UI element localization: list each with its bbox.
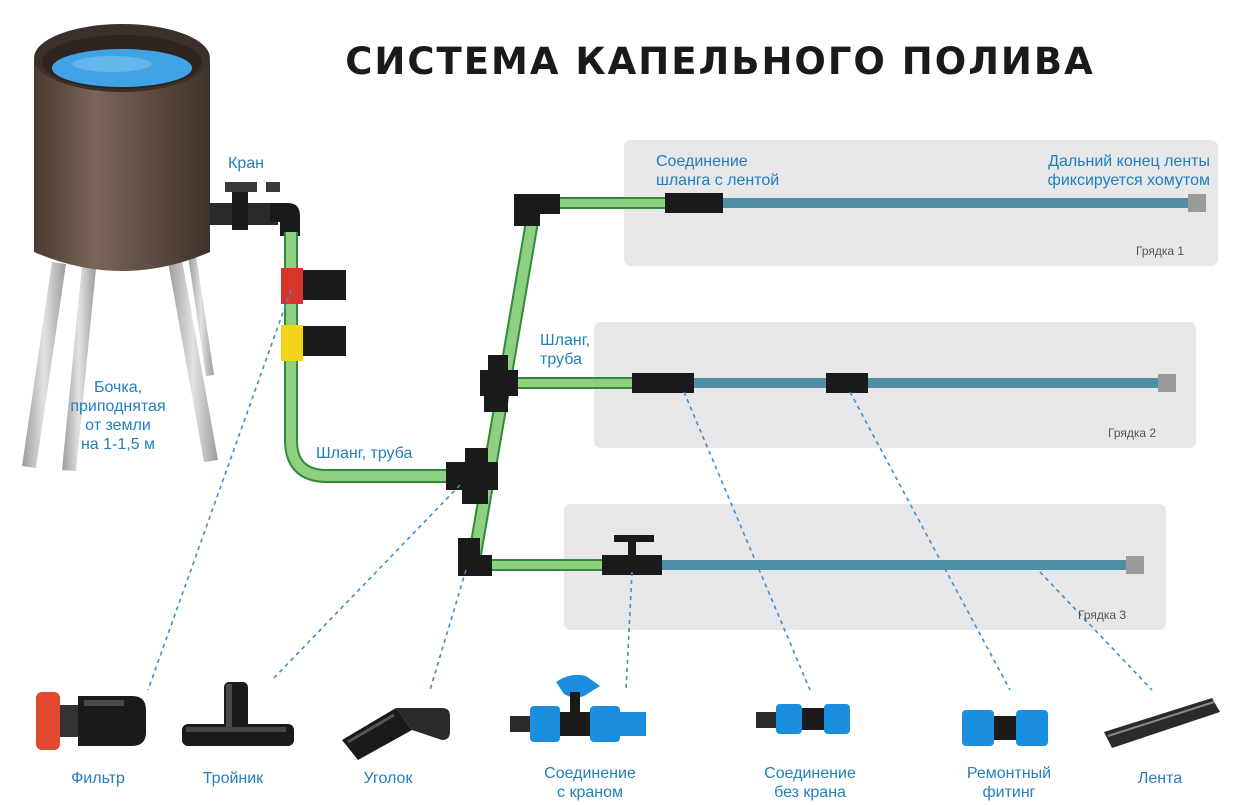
filter-icon	[36, 692, 146, 750]
valve-connector-icon	[510, 674, 646, 742]
hose-tape-joint-label: Соединение шланга с лентой	[656, 153, 780, 189]
line-fittings	[602, 193, 868, 575]
filter-on-hose	[281, 268, 346, 361]
component-label-repair-fitting: Ремонтный фитинг	[966, 765, 1052, 801]
tape-far-end-label: Дальний конец ленты фиксируется хомутом	[1047, 153, 1210, 189]
main-hose-label: Шланг, труба	[316, 445, 413, 462]
leader-lines	[147, 289, 1153, 691]
tap-label: Кран	[228, 155, 264, 172]
component-label-valve-connector: Соединение с краном	[544, 765, 636, 801]
tape-icon	[1104, 698, 1220, 748]
bed-label-1: Грядка 1	[1136, 244, 1185, 258]
component-label-filter: Фильтр	[71, 770, 125, 787]
manifold-fittings	[446, 194, 560, 576]
component-label-tee: Тройник	[202, 770, 264, 787]
elbow-icon	[342, 708, 450, 760]
barrel	[34, 24, 210, 271]
bed-label-2: Грядка 2	[1108, 426, 1157, 440]
component-label-tape: Лента	[1137, 770, 1183, 787]
component-label-connector: Соединение без крана	[764, 765, 856, 801]
bed-label-3: Грядка 3	[1078, 608, 1127, 622]
component-label-elbow: Уголок	[363, 770, 413, 787]
connector-icon	[756, 704, 850, 734]
tap-icon	[210, 182, 300, 236]
barrel-label: Бочка, приподнятая от земли на 1-1,5 м	[70, 379, 166, 453]
repair-fitting-icon	[962, 710, 1048, 746]
barrel-stand	[22, 255, 218, 471]
drip-tapes	[662, 194, 1206, 574]
branch-hoses	[478, 197, 665, 571]
tee-icon	[182, 682, 294, 746]
bed2-hose-label: Шланг, труба	[540, 332, 591, 368]
page-title: СИСТЕМА КАПЕЛЬНОГО ПОЛИВА	[345, 40, 1095, 83]
